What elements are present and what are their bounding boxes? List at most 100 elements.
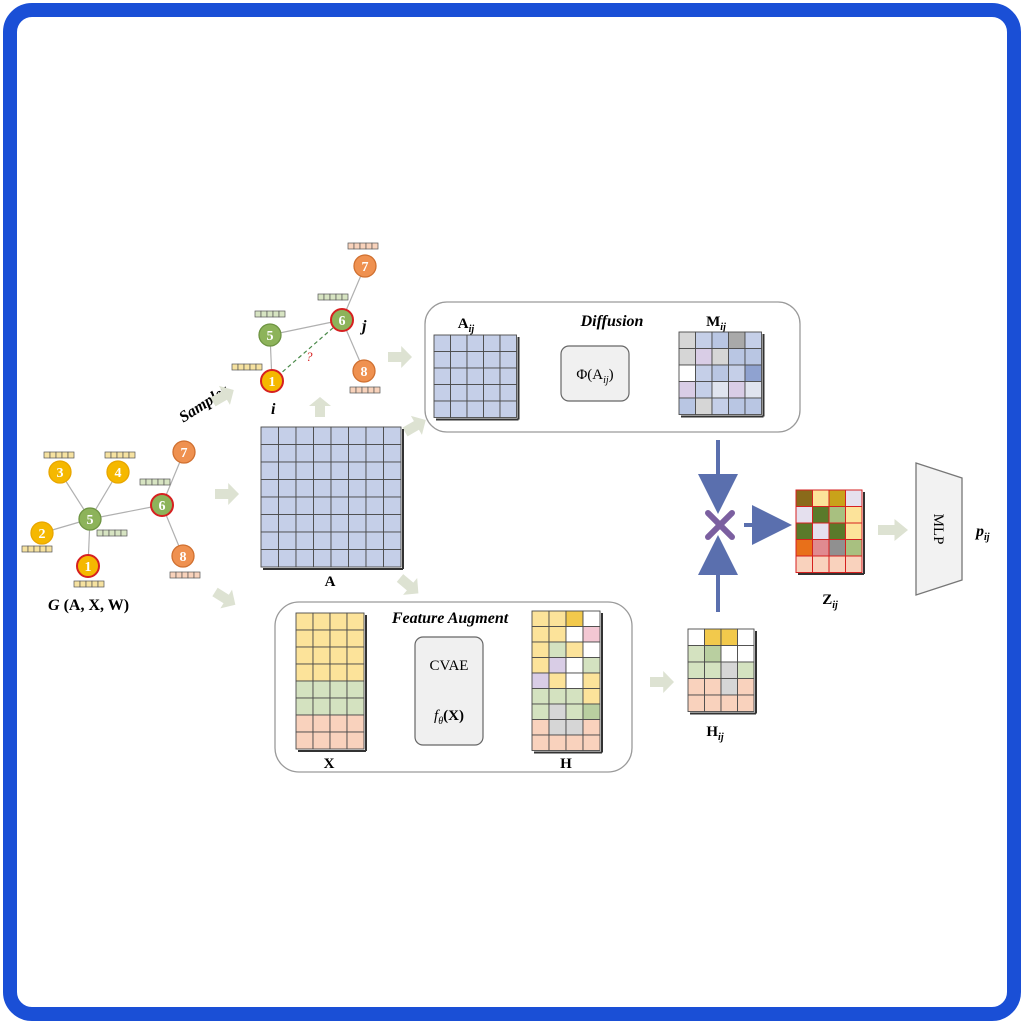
- matrix-cell: [548, 688, 567, 705]
- cvae-box: [414, 636, 484, 746]
- matrix-cell: [812, 522, 830, 540]
- matrix-cell: [278, 426, 297, 445]
- matrix-cell: [483, 351, 501, 369]
- matrix-cell: [483, 400, 501, 418]
- matrix-cell: [365, 444, 384, 463]
- matrix-cell: [295, 697, 314, 716]
- matrix-cell: [312, 663, 331, 682]
- matrix-cell: [329, 714, 348, 733]
- link-question-mark: ?: [306, 349, 313, 364]
- matrix-cell: [365, 479, 384, 498]
- matrix-cell: [687, 678, 705, 696]
- matrix-cell: [582, 626, 601, 643]
- gray-flow-arrow: [215, 483, 239, 505]
- matrix-cell: [582, 641, 601, 658]
- matrix-cell: [704, 661, 722, 679]
- subgraph-feature-bars: [231, 242, 381, 394]
- matrix-cell: [582, 657, 601, 674]
- matrix-cell: [346, 663, 365, 682]
- multiply-cross-icon: [705, 510, 735, 540]
- node-4: 4: [106, 460, 130, 484]
- matrix-cell: [678, 331, 696, 349]
- matrix-cell: [330, 514, 349, 533]
- matrix-cell: [582, 734, 601, 751]
- matrix-cell: [678, 364, 696, 382]
- node-1-id: 1: [85, 560, 92, 575]
- matrix-cell: [711, 381, 729, 399]
- matrix-cell: [711, 348, 729, 366]
- matrix-cell: [845, 506, 863, 524]
- matrix-cell: [845, 489, 863, 507]
- matrix-cell: [346, 714, 365, 733]
- gray-flow-arrow: [210, 385, 234, 407]
- matrix-cell: [812, 555, 830, 573]
- matrix-cell: [313, 496, 332, 515]
- hij-label: Hij: [706, 724, 723, 743]
- matrix-cell: [348, 461, 367, 480]
- f-theta-label: fθ(X): [434, 708, 464, 727]
- matrix-cell: [728, 348, 746, 366]
- matrix-cell: [313, 479, 332, 498]
- matrix-cell: [582, 672, 601, 689]
- matrix-cell: [812, 506, 830, 524]
- matrix-cell: [548, 641, 567, 658]
- matrix-cell: [565, 610, 584, 627]
- matrix-cell: [678, 381, 696, 399]
- feature-bar: [231, 363, 263, 371]
- matrix-cell: [260, 531, 279, 550]
- matrix-cell: [295, 714, 314, 733]
- matrix-cell: [312, 629, 331, 648]
- node-8-id: 8: [180, 550, 187, 565]
- matrix-cell: [329, 697, 348, 716]
- feature-augment-title: Feature Augment: [391, 610, 509, 627]
- matrix-cell: [582, 703, 601, 720]
- matrix-cell: [695, 397, 713, 415]
- matrix-cell: [565, 688, 584, 705]
- output-pij-label: pij: [974, 523, 990, 543]
- matrix-cell: [433, 400, 451, 418]
- feature-bar: [139, 478, 171, 486]
- node-6: 6: [150, 493, 174, 517]
- matrix-cell: [711, 331, 729, 349]
- matrix-cell: [348, 549, 367, 568]
- matrix-cell: [695, 331, 713, 349]
- matrix-cell: [744, 364, 762, 382]
- node-j-label: j: [359, 318, 367, 335]
- node-1-id: 1: [269, 375, 276, 390]
- matrix-cell: [582, 719, 601, 736]
- feature-bar: [104, 451, 136, 459]
- matrix-cell: [582, 688, 601, 705]
- matrix-cell: [329, 646, 348, 665]
- matrix-cell: [704, 678, 722, 696]
- matrix-cell: [687, 661, 705, 679]
- matrix-cell: [565, 641, 584, 658]
- node-4-id: 4: [115, 466, 122, 481]
- matrix-cell: [433, 384, 451, 402]
- matrix-cell: [795, 555, 813, 573]
- gray-flow-arrow: [650, 671, 674, 693]
- matrix-cell: [812, 489, 830, 507]
- matrix-cell: [678, 397, 696, 415]
- matrix-cell: [737, 694, 755, 712]
- matrix-cell: [450, 334, 468, 352]
- matrix-cell: [548, 734, 567, 751]
- matrix-cell: [346, 680, 365, 699]
- node-7: 7: [172, 440, 196, 464]
- matrix-cell: [383, 479, 402, 498]
- matrix-cell: [531, 703, 550, 720]
- matrix-cell: [828, 489, 846, 507]
- matrix-cell: [346, 646, 365, 665]
- matrix-cell: [433, 334, 451, 352]
- matrix-cell: [383, 514, 402, 533]
- matrix-cell: [565, 672, 584, 689]
- feature-bar: [73, 580, 105, 588]
- matrix-cell: [483, 334, 501, 352]
- node-6: 6: [330, 308, 354, 332]
- matrix-cell: [260, 549, 279, 568]
- node-2: 2: [30, 521, 54, 545]
- node-3-id: 3: [57, 466, 64, 481]
- matrix-cell: [313, 461, 332, 480]
- matrix-cell: [313, 426, 332, 445]
- matrix-cell: [295, 629, 314, 648]
